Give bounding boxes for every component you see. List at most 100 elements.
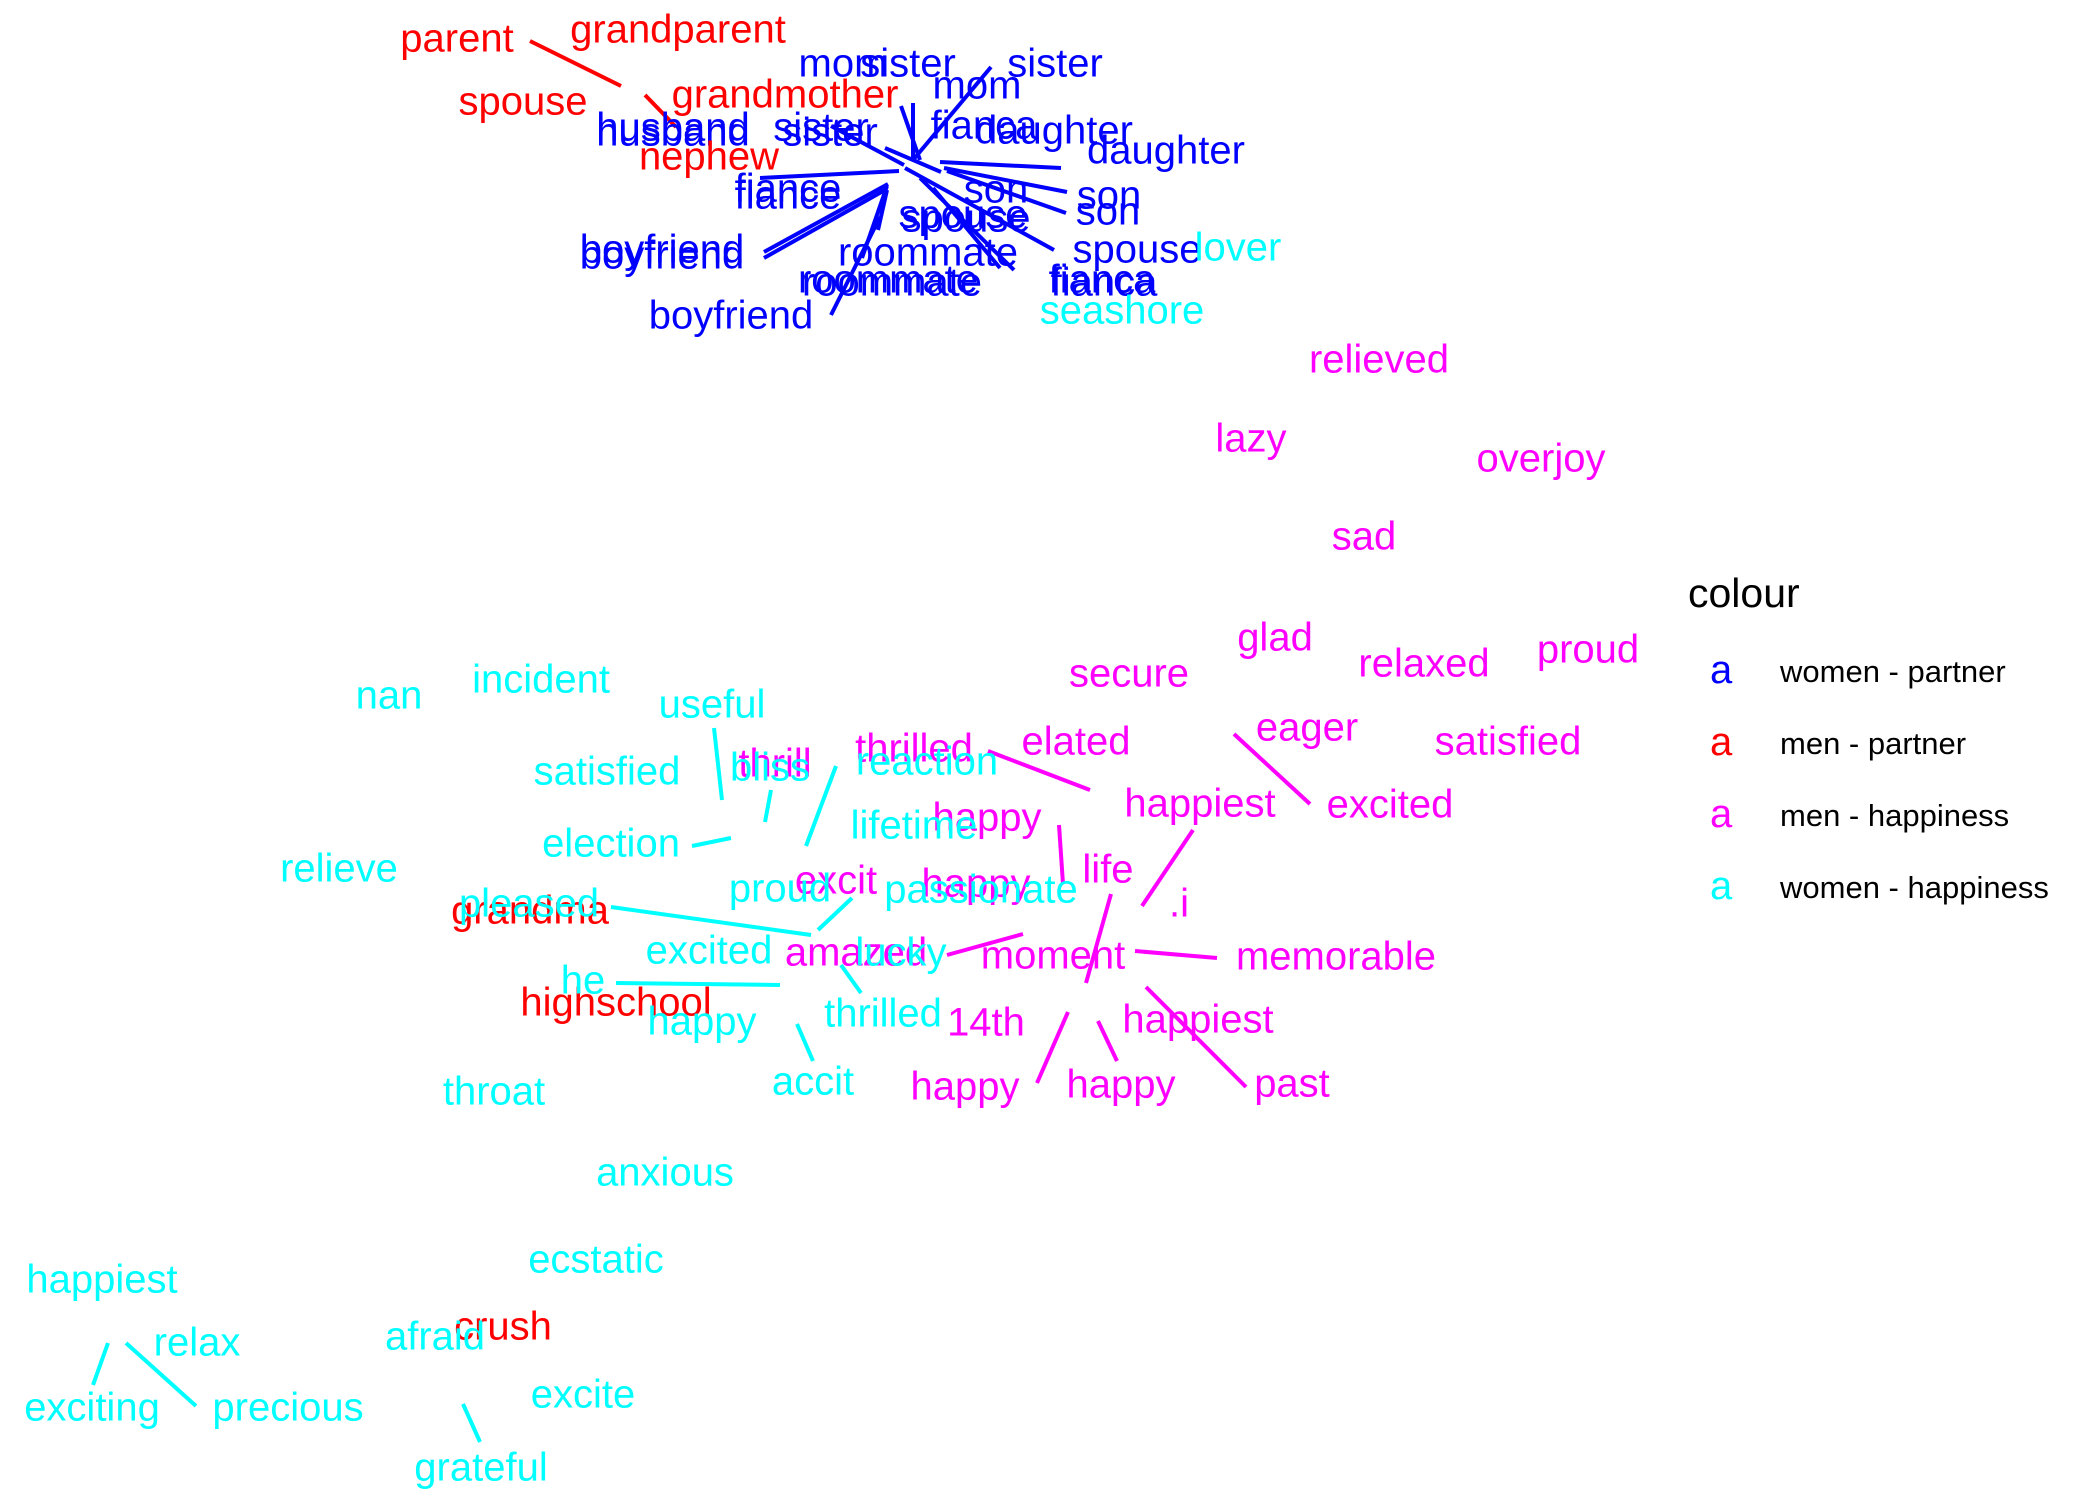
word-label-happy: happy: [1067, 1063, 1176, 1107]
legend-item-women-happiness: a women - happiness: [1688, 856, 2088, 928]
word-label-throat: throat: [443, 1070, 545, 1114]
word-label-sister: sister: [773, 106, 869, 150]
word-label-excite: excite: [531, 1373, 636, 1417]
legend-label: men - partner: [1780, 726, 1967, 761]
repel-segment: [795, 1023, 815, 1062]
word-label-precious: precious: [212, 1386, 363, 1430]
repel-segment: [943, 166, 1068, 194]
word-label-anxious: anxious: [596, 1151, 734, 1195]
legend-label: women - partner: [1780, 654, 2006, 689]
word-label-satisfied: satisfied: [534, 750, 681, 794]
word-label-sad: sad: [1332, 515, 1397, 559]
repel-segment: [899, 105, 922, 161]
word-label-daughter: daughter: [975, 109, 1133, 153]
legend-label: women - happiness: [1780, 870, 2049, 905]
repel-segment: [804, 765, 838, 847]
repel-segment: [461, 1403, 482, 1443]
word-label-son: son: [1076, 190, 1141, 234]
legend-label: men - happiness: [1780, 798, 2010, 833]
word-label-grandparent: grandparent: [570, 8, 786, 52]
word-label-happiest: happiest: [1122, 998, 1273, 1042]
word-label-lucky: lucky: [855, 931, 946, 975]
word-label-fianca: fianca: [1049, 258, 1156, 302]
word-label-nephew: nephew: [639, 135, 779, 179]
word-label-past: past: [1254, 1062, 1330, 1106]
word-label-boyfriend: boyfriend: [649, 294, 814, 338]
repel-segment: [763, 789, 773, 823]
repel-segment: [763, 188, 886, 260]
word-label-afraid: afraid: [385, 1315, 485, 1359]
repel-segments: [91, 39, 1312, 1443]
repel-segment: [529, 39, 622, 88]
word-label-son: son: [964, 168, 1029, 212]
word-label-grandma: grandma: [451, 889, 610, 933]
word-label-relaxed: relaxed: [1358, 642, 1489, 686]
word-label-proud: proud: [1537, 628, 1639, 672]
repel-segment: [1134, 949, 1218, 960]
word-label-nan: nan: [356, 674, 423, 718]
repel-segment: [763, 182, 889, 254]
repel-segment: [91, 1342, 110, 1386]
repel-segment: [1232, 732, 1312, 806]
word-label-secure: secure: [1069, 652, 1189, 696]
word-label-reaction: reaction: [856, 740, 998, 784]
word-label-relieve: relieve: [280, 847, 398, 891]
repel-segment: [1035, 1011, 1070, 1084]
legend-item-men-happiness: a men - happiness: [1688, 784, 2088, 856]
repel-segment: [911, 65, 993, 162]
word-label-incident: incident: [472, 658, 610, 702]
repel-segment: [830, 124, 905, 167]
word-label-seashore: seashore: [1040, 289, 1205, 333]
repel-segment: [643, 93, 678, 129]
word-label-roommate: roommate: [838, 231, 1018, 275]
word-label-thrilled: thrilled: [855, 727, 973, 771]
word-label-election: election: [542, 822, 680, 866]
word-label-roommate: roommate: [802, 261, 982, 305]
word-label-relax: relax: [154, 1321, 241, 1365]
legend-key: a: [1710, 792, 1733, 836]
word-label-fianca: fianca: [931, 104, 1038, 148]
legend-key: a: [1710, 720, 1733, 764]
word-label-satisfied: satisfied: [1435, 720, 1582, 764]
word-label-lover: lover: [1195, 226, 1282, 270]
word-label-exciting: exciting: [24, 1386, 160, 1430]
repel-segment: [946, 169, 1067, 215]
word-label-mom: mom: [933, 64, 1022, 108]
word-label-life: life: [1082, 848, 1133, 892]
repel-segment: [615, 981, 781, 987]
repel-segment: [1084, 893, 1113, 984]
word-label-roommate: roommate: [798, 258, 978, 302]
word-label-sister: sister: [1007, 42, 1103, 86]
word-label-daughter: daughter: [1087, 129, 1245, 173]
repel-segment: [939, 160, 1062, 170]
word-label-happy: happy: [922, 862, 1031, 906]
repel-segment: [876, 189, 889, 231]
word-label-happiest: happiest: [26, 1258, 177, 1302]
repel-segment: [829, 216, 882, 316]
repel-segment: [839, 963, 863, 995]
legend-item-women-partner: a women - partner: [1688, 640, 2088, 712]
word-label-14th: 14th: [947, 1001, 1025, 1045]
word-label-sister: sister: [860, 42, 956, 86]
word-label-excited: excited: [646, 929, 773, 973]
repel-segment: [712, 727, 724, 801]
word-label-i: .i: [1169, 882, 1189, 926]
repel-segment: [987, 749, 1091, 792]
word-label-happy: happy: [933, 796, 1042, 840]
legend-item-men-partner: a men - partner: [1688, 712, 2088, 784]
word-label-sister: sister: [782, 111, 878, 155]
word-label-husband: husband: [596, 111, 749, 155]
word-label-fianca: fianca: [1051, 261, 1158, 305]
word-label-excited: excited: [1327, 783, 1454, 827]
repel-segment: [904, 166, 1055, 252]
word-label-husband: husband: [596, 106, 749, 150]
word-label-mom: mom: [799, 42, 888, 86]
word-label-he: he: [561, 959, 606, 1003]
word-label-moment: moment: [981, 934, 1126, 978]
repel-segment: [931, 186, 1002, 270]
word-label-excit: excit: [795, 859, 877, 903]
